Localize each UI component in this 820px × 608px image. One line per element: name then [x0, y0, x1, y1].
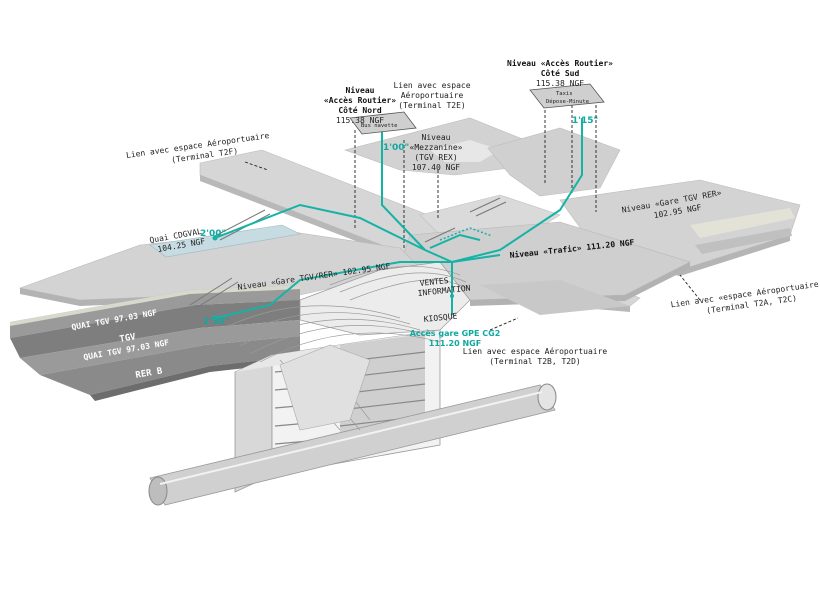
label-gpe-1: Accès gare GPE CG2: [410, 328, 501, 338]
sign-sud-text-1: Taxis: [556, 91, 573, 97]
north-access-cutout: [430, 140, 500, 162]
label-mezzanine-1: Niveau: [422, 133, 451, 142]
canopy-inner: [279, 344, 371, 431]
label-lien-t2b: Lien avec espace Aéroportuaire (Terminal…: [463, 346, 608, 366]
label-lien-t2b-1: Lien avec espace Aéroportuaire: [463, 346, 608, 356]
route-dot-cdgval: [212, 235, 218, 241]
label-kiosque: KIOSQUE: [423, 311, 458, 323]
right-wing-strip: [690, 208, 795, 238]
south-access-slab: [487, 127, 621, 197]
teal-dashed-route: [439, 227, 493, 241]
sign-nord-text: Bus navette: [361, 123, 397, 129]
quai-tgv-band-2: [20, 320, 300, 375]
label-lien-t2e-2: Aéroportuaire: [401, 90, 464, 100]
sign-sud-text-2: Dépose-Minute: [546, 98, 589, 105]
label-tgv: TGV: [119, 332, 137, 345]
label-lien-t2e-3: (Terminal T2E): [398, 101, 465, 110]
route-dot-gpe: [450, 294, 454, 298]
label-rer-b: RER B: [135, 366, 164, 381]
teal-routes: [214, 118, 583, 319]
time-nord: 1'00": [383, 143, 409, 153]
quai-tgv-band-1: [10, 285, 300, 338]
escalators: [189, 197, 507, 309]
label-mezzanine: Niveau «Mezzanine» (TGV REX) 107.40 NGF: [410, 133, 463, 172]
label-mezzanine-3: (TGV REX): [414, 153, 457, 162]
label-gpe-2: 111.20 NGF: [429, 339, 481, 348]
tunnel-end-right: [537, 383, 557, 411]
right-wing-strip-2: [695, 228, 792, 254]
label-niveau-sud: Niveau «Accès Routier» Côté Sud 115.38 N…: [507, 58, 613, 88]
label-lien-t2b-2: (Terminal T2B, T2D): [489, 357, 581, 366]
label-ventes: VENTES: [419, 276, 449, 288]
label-niveau-nord-4: 115.38 NGF: [336, 116, 384, 125]
track-light-strip: [10, 285, 300, 326]
rer-band: [40, 336, 300, 395]
label-niveau-sud-1: Niveau «Accès Routier»: [507, 58, 613, 68]
label-mezzanine-2: «Mezzanine»: [410, 143, 463, 152]
time-cdgval: 2'00": [200, 229, 226, 239]
label-gpe: Accès gare GPE CG2 111.20 NGF: [410, 328, 501, 348]
label-lien-t2a: Lien avec «espace Aéroportuaire (Termina…: [670, 279, 819, 316]
route-dot-tgv: [212, 315, 218, 321]
label-mezzanine-4: 107.40 NGF: [412, 163, 460, 172]
sign-nord: [349, 111, 417, 135]
label-lien-t2e: Lien avec espace Aéroportuaire (Terminal…: [393, 81, 470, 110]
right-track-band: [480, 280, 630, 315]
label-niveau-nord-2: «Accès Routier»: [324, 95, 396, 105]
cdgval-platform: [149, 224, 301, 258]
label-niveau-sud-2: Côté Sud: [541, 68, 580, 78]
label-niveau-nord-1: Niveau: [346, 85, 375, 95]
label-niveau-sud-3: 115.38 NGF: [536, 79, 584, 88]
sign-sud: [529, 83, 605, 109]
time-sud: 1'15": [572, 116, 598, 126]
leader-lines: [244, 95, 701, 331]
label-niveau-nord: Niveau «Accès Routier» Côté Nord 115.38 …: [324, 85, 396, 125]
label-niveau-nord-3: Côté Nord: [338, 105, 382, 115]
trafic-slab-edge: [470, 262, 690, 306]
tunnel-end-left: [148, 476, 168, 506]
label-lien-t2e-1: Lien avec espace: [393, 81, 470, 90]
tunnel-highlight: [159, 391, 543, 485]
time-tgv: 2'30": [203, 317, 229, 327]
